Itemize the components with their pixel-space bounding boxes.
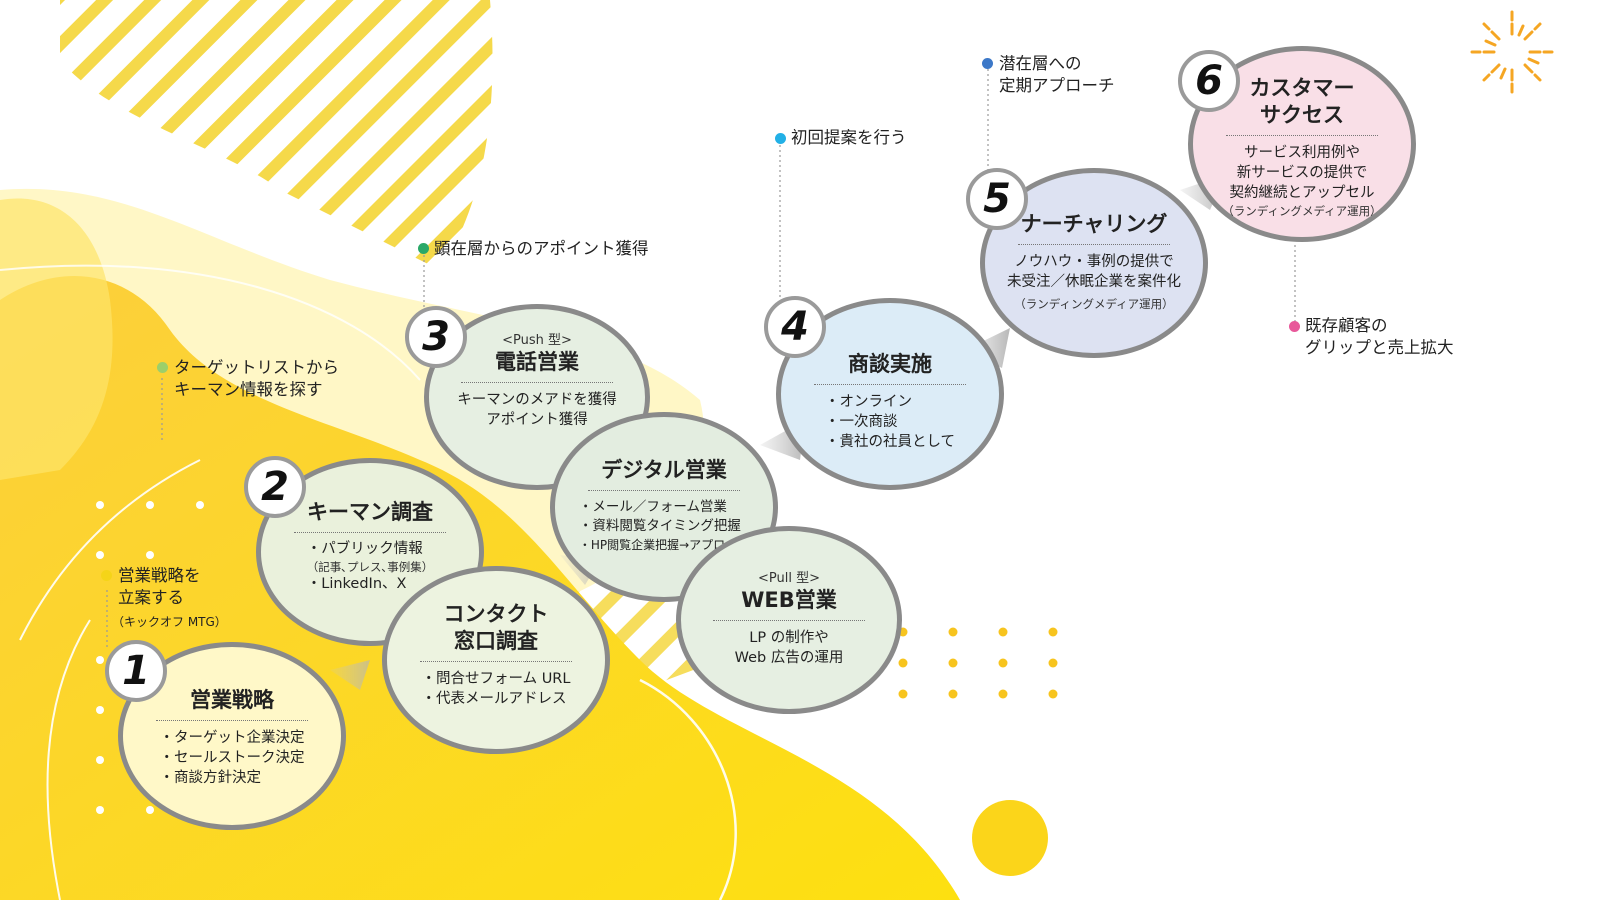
detail-line: 契約継続とアップセル — [1229, 185, 1375, 201]
step-6-details: サービス利用例や 新サービスの提供で 契約継続とアップセル （ランディングメディ… — [1222, 143, 1381, 219]
annotation-latent-approach: 潜在層への 定期アプローチ — [999, 54, 1115, 95]
step-1-number-badge: 1 — [105, 640, 167, 702]
detail-line: サービス利用例や — [1243, 145, 1360, 161]
detail-line: ・一次商談 — [824, 414, 898, 430]
annotation-appointment: 顕在層からのアポイント獲得 — [434, 239, 649, 258]
detail-line: ・代表メールアドレス — [421, 691, 567, 707]
step-3-details: キーマンのメアドを獲得 アポイント獲得 — [457, 390, 617, 430]
step-2-number-badge: 2 — [244, 456, 306, 518]
detail-line: ・商談方針決定 — [159, 770, 262, 786]
divider — [293, 532, 447, 533]
detail-line: ・セールストーク決定 — [159, 750, 305, 766]
detail-note: （ランディングメディア運用） — [1014, 297, 1174, 311]
step-2-details: ・パブリック情報 （記事､プレス､事例集） ・LinkedIn、X — [307, 540, 434, 594]
detail-line: Web 広告の運用 — [734, 650, 844, 666]
detail-line: LP の制作や — [749, 630, 829, 646]
contact-title-1: コンタクト — [443, 602, 549, 626]
divider — [461, 382, 613, 383]
annotation-bullet — [157, 362, 168, 373]
step-6-title-1: カスタマー — [1249, 76, 1355, 100]
annotation-first-proposal: 初回提案を行う — [791, 128, 907, 147]
step-5-details: ノウハウ・事例の提供で 未受注／休眠企業を案件化 （ランディングメディア運用） — [1007, 252, 1181, 312]
detail-line: ・LinkedIn、X — [306, 576, 407, 592]
detail-note: （記事､プレス､事例集） — [306, 560, 434, 574]
detail-line: 新サービスの提供で — [1236, 165, 1368, 181]
detail-line: ノウハウ・事例の提供で — [1014, 254, 1174, 270]
step-digital-sales: デジタル営業 ・メール／フォーム営業 ・資料閲覧タイミング把握 ・HP閲覧企業把… — [550, 412, 778, 602]
step-3-type: <Push 型> — [502, 333, 572, 348]
step-5-number-badge: 5 — [966, 168, 1028, 230]
detail-line: ・貴社の社員として — [824, 434, 956, 450]
annotation-bullet — [775, 133, 786, 144]
annotation-plan-strategy: 営業戦略を 立案する — [118, 566, 201, 607]
detail-line: ・メール／フォーム営業 — [578, 499, 727, 515]
step-1-details: ・ターゲット企業決定 ・セールストーク決定 ・商談方針決定 — [160, 728, 305, 788]
detail-line: ・問合せフォーム URL — [421, 671, 571, 687]
digital-details: ・メール／フォーム営業 ・資料閲覧タイミング把握 ・HP閲覧企業把握→アプローチ — [579, 498, 749, 555]
detail-line: ・ターゲット企業決定 — [159, 730, 305, 746]
step-contact-research: コンタクト 窓口調査 ・問合せフォーム URL ・代表メールアドレス — [382, 566, 610, 754]
detail-note: （ランディングメディア運用） — [1222, 204, 1382, 218]
divider — [713, 620, 865, 621]
detail-line: キーマンのメアドを獲得 — [457, 392, 617, 408]
step-3-number-badge: 3 — [405, 306, 467, 368]
step-2-title: キーマン調査 — [307, 500, 433, 524]
annotation-bullet — [1289, 321, 1300, 332]
step-5-title: ナーチャリング — [1020, 212, 1168, 236]
divider — [813, 384, 967, 385]
contact-title-2: 窓口調査 — [454, 629, 538, 653]
step-1-title: 営業戦略 — [190, 688, 274, 712]
contact-details: ・問合せフォーム URL ・代表メールアドレス — [422, 669, 571, 709]
step-6-title-2: サクセス — [1260, 103, 1344, 127]
digital-title: デジタル営業 — [601, 458, 727, 482]
detail-line: 未受注／休眠企業を案件化 — [1007, 274, 1181, 290]
step-6-number-badge: 6 — [1178, 50, 1240, 112]
divider — [419, 661, 573, 662]
web-title: WEB営業 — [741, 588, 837, 612]
web-type: <Pull 型> — [758, 571, 820, 586]
divider — [1225, 135, 1379, 136]
step-web-sales: <Pull 型> WEB営業 LP の制作や Web 広告の運用 — [676, 526, 902, 714]
divider — [1017, 244, 1171, 245]
step-4-number-badge: 4 — [764, 296, 826, 358]
step-4-meeting: 商談実施 ・オンライン ・一次商談 ・貴社の社員として — [776, 298, 1004, 490]
step-6-customer-success: カスタマー サクセス サービス利用例や 新サービスの提供で 契約継続とアップセル… — [1188, 46, 1416, 242]
detail-line: ・HP閲覧企業把握→アプローチ — [578, 538, 750, 552]
step-4-details: ・オンライン ・一次商談 ・貴社の社員として — [825, 392, 955, 452]
detail-line: アポイント獲得 — [486, 412, 588, 428]
detail-line: ・オンライン — [824, 394, 912, 410]
annotation-plan-strategy-sub: （キックオフ MTG） — [112, 615, 227, 629]
annotation-bullet — [101, 570, 112, 581]
divider — [155, 720, 309, 721]
detail-line: ・資料閲覧タイミング把握 — [578, 518, 741, 534]
annotation-target-list: ターゲットリストから キーマン情報を探す — [174, 358, 339, 399]
web-details: LP の制作や Web 広告の運用 — [735, 628, 844, 668]
detail-line: ・パブリック情報 — [306, 541, 423, 557]
divider — [587, 490, 741, 491]
annotation-bullet — [982, 58, 993, 69]
step-4-title: 商談実施 — [848, 352, 932, 376]
annotation-existing-customers: 既存顧客の グリップと売上拡大 — [1305, 316, 1454, 357]
step-3-title: 電話営業 — [495, 350, 579, 374]
annotation-bullet — [418, 243, 429, 254]
step-1-sales-strategy: 営業戦略 ・ターゲット企業決定 ・セールストーク決定 ・商談方針決定 — [118, 642, 346, 830]
